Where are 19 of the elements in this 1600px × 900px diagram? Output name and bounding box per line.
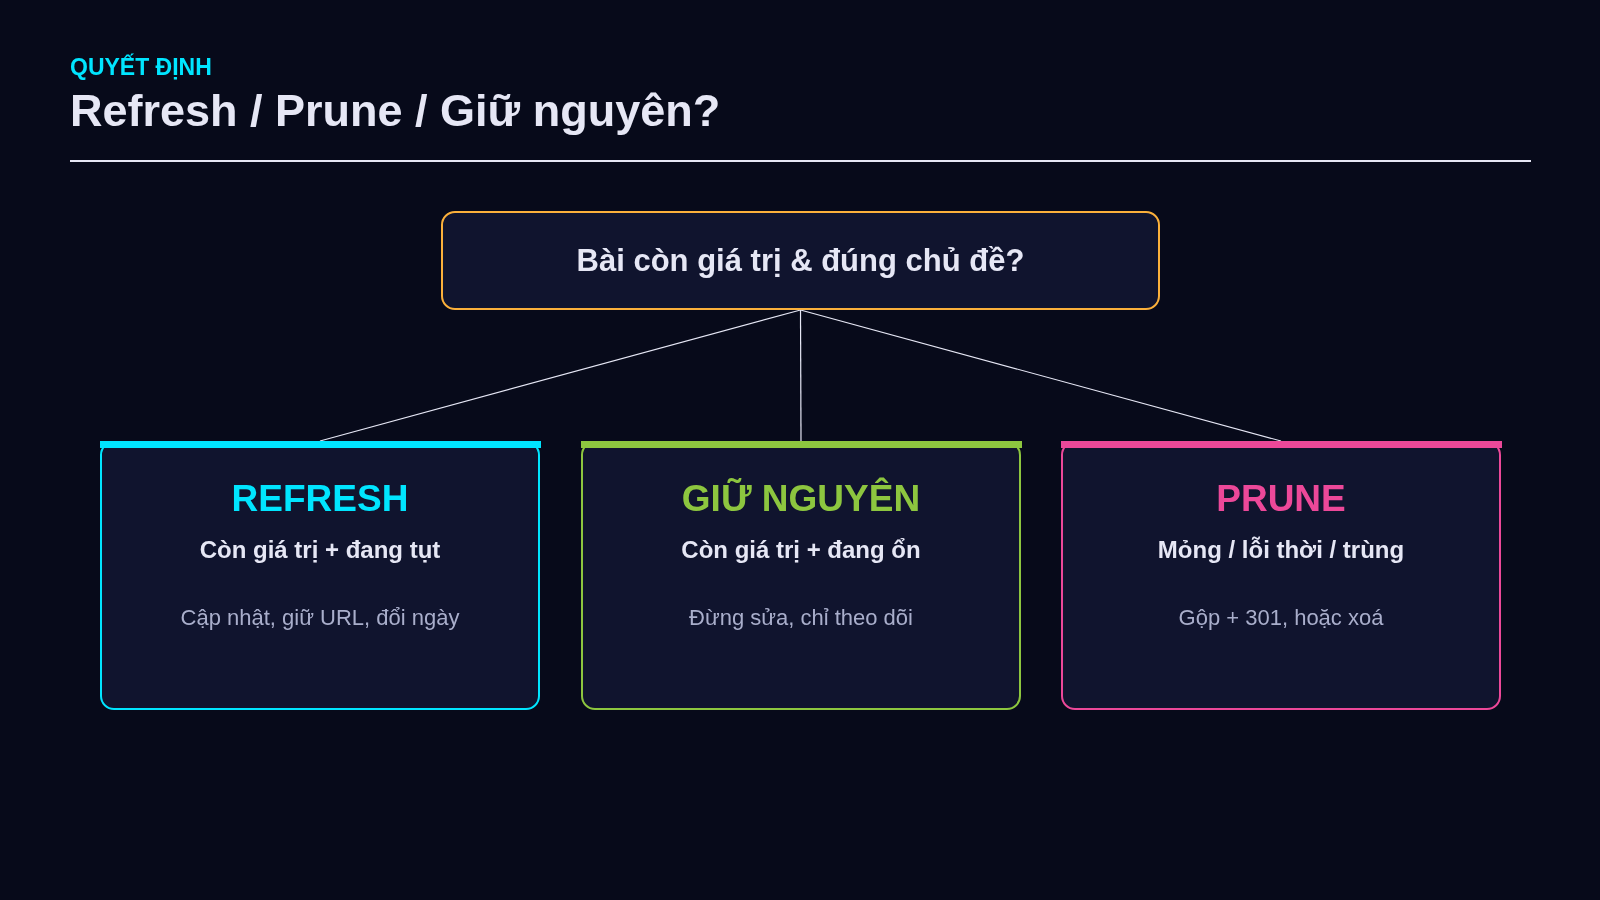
- decision-card: [1061, 441, 1501, 710]
- card-subtitle: Mỏng / lỗi thời / trùng: [1157, 535, 1405, 565]
- card-subtitle: Còn giá trị + đang tụt: [199, 535, 441, 565]
- question-box: [441, 211, 1160, 310]
- card-heading: GIỮ NGUYÊN: [681, 477, 921, 521]
- decision-card: [581, 441, 1021, 710]
- slide-title: Refresh / Prune / Giữ nguyên?: [70, 84, 721, 138]
- connector-line: [799, 309, 802, 442]
- question-text: Bài còn giá trị & đúng chủ đề?: [576, 241, 1025, 280]
- eyebrow-label: QUYẾT ĐỊNH: [70, 53, 212, 81]
- connector-line: [799, 309, 1282, 442]
- decision-card: [100, 441, 540, 710]
- connector-line: [319, 309, 802, 442]
- card-description: Gộp + 301, hoặc xoá: [1178, 604, 1384, 632]
- card-heading: REFRESH: [231, 477, 409, 521]
- card-description: Đừng sửa, chỉ theo dõi: [689, 604, 913, 632]
- card-subtitle: Còn giá trị + đang ổn: [681, 535, 921, 565]
- card-heading: PRUNE: [1216, 477, 1346, 521]
- card-description: Cập nhật, giữ URL, đổi ngày: [180, 604, 460, 632]
